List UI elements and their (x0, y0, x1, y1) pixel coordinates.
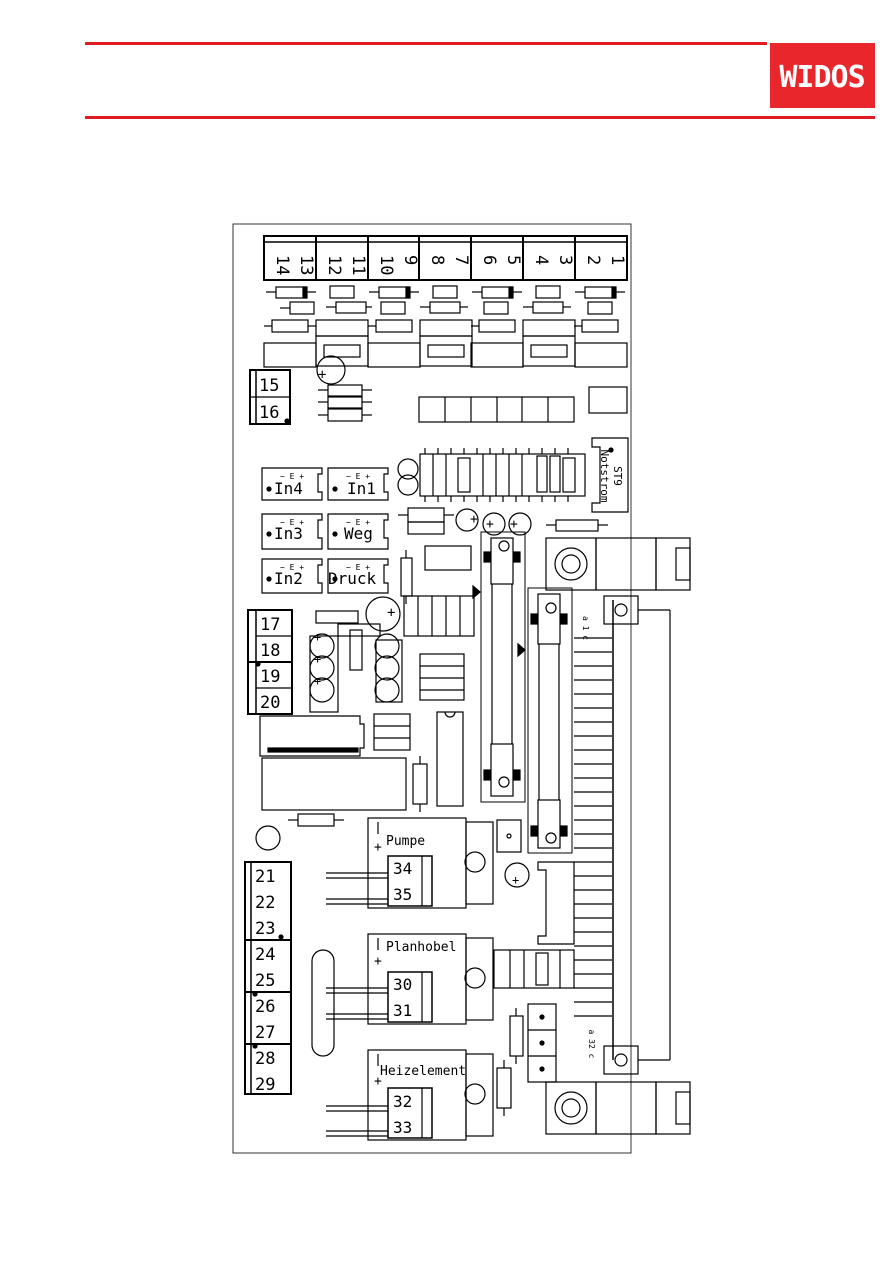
plus-mark: + (374, 1074, 382, 1089)
resistor-array (397, 448, 586, 502)
terminal-16: 16 (259, 403, 279, 423)
terminal-17: 17 (260, 615, 280, 635)
fuse-holder-b (517, 587, 573, 854)
regulator-bottom (545, 1081, 691, 1135)
st9-sublabel: Notstrom (598, 450, 611, 503)
terminal-34: 34 (393, 859, 412, 878)
fuse-pill (311, 949, 335, 1057)
plus-mark: + (318, 367, 326, 383)
misc-parts-lower (493, 861, 575, 1083)
plus-mark: + (314, 652, 321, 666)
input-label-in4: In4 (274, 479, 303, 498)
terminal-4: 4 (531, 255, 551, 265)
terminal-22: 22 (255, 893, 275, 913)
input-polarity-6: − E + (346, 563, 370, 572)
input-polarity-2: − E + (346, 472, 370, 481)
input-polarity-1: − E + (280, 472, 304, 481)
input-label-in3: In3 (274, 524, 303, 543)
terminal-35: 35 (393, 885, 412, 904)
terminal-8: 8 (427, 255, 447, 265)
terminal-19: 19 (260, 667, 280, 687)
input-label-in1: In1 (347, 479, 376, 498)
terminal-block-21-29 (244, 861, 292, 1095)
terminal-27: 27 (255, 1023, 275, 1043)
terminal-13: 13 (296, 255, 316, 275)
terminal-24: 24 (255, 945, 275, 965)
terminal-28: 28 (255, 1049, 275, 1069)
terminal-block-17-20 (247, 609, 293, 715)
top-terminal-strip (263, 235, 628, 281)
terminal-14: 14 (272, 255, 292, 275)
terminal-12: 12 (324, 255, 344, 275)
relay-planhobel (326, 933, 494, 1025)
bus-connector (574, 595, 671, 1075)
input-polarity-5: − E + (280, 563, 304, 572)
terminal-25: 25 (255, 971, 275, 991)
header-rule-bottom (85, 116, 875, 119)
terminal-32: 32 (393, 1092, 412, 1111)
plus-mark: + (387, 605, 395, 621)
left-connector-block (255, 715, 407, 851)
dip-connector (418, 386, 628, 423)
plus-mark: + (512, 873, 519, 887)
plus-mark: + (510, 517, 518, 532)
terminal-31: 31 (393, 1001, 412, 1020)
misc-parts-mid: + + + (398, 507, 608, 604)
terminal-2: 2 (583, 255, 603, 265)
terminal-21: 21 (255, 867, 275, 887)
terminal-20: 20 (260, 693, 280, 713)
plus-mark: + (314, 630, 321, 644)
board-outline (232, 223, 632, 1154)
st9-label: ST9 (611, 466, 624, 486)
terminal-9: 9 (400, 255, 420, 265)
terminal-23: 23 (255, 919, 275, 939)
terminal-7: 7 (451, 255, 471, 265)
terminal-1: 1 (607, 255, 627, 265)
terminal-30: 30 (393, 975, 412, 994)
logo-text: WIDOS (779, 60, 864, 95)
terminal-block-15-16 (249, 369, 291, 425)
bus-label-top: a 1 c (581, 616, 590, 640)
terminal-5: 5 (503, 255, 523, 265)
plus-mark: + (374, 840, 382, 855)
input-label-in2: In2 (274, 569, 303, 588)
component-rows (263, 285, 628, 368)
terminal-18: 18 (260, 641, 280, 661)
dip-ic (412, 711, 464, 812)
terminal-11: 11 (348, 255, 368, 275)
plus-mark: + (314, 674, 321, 688)
plus-mark: + (374, 954, 382, 969)
capacitor-group-a: + (316, 355, 372, 422)
relay-label-pumpe: Pumpe (386, 834, 425, 849)
terminal-15: 15 (259, 376, 279, 396)
plus-mark: + (486, 517, 494, 532)
input-label-druck: Druck (328, 569, 377, 588)
relay-label-heizelement: Heizelement (380, 1064, 466, 1079)
input-polarity-3: − E + (280, 518, 304, 527)
relay-heizelement (326, 1049, 512, 1141)
terminal-10: 10 (376, 255, 396, 275)
terminal-3: 3 (555, 255, 575, 265)
fuse-holder-a (472, 531, 526, 803)
connector-st9 (591, 437, 629, 513)
input-label-weg: Weg (344, 524, 373, 543)
bus-label-bottom: a 32 c (587, 1030, 596, 1059)
regulator-top (545, 537, 691, 591)
relay-pumpe: + (326, 817, 530, 909)
header-rule-top (85, 42, 767, 45)
input-connectors (261, 467, 389, 594)
terminal-6: 6 (479, 255, 499, 265)
brand-logo: WIDOS (770, 43, 875, 108)
plus-mark: + (470, 512, 478, 527)
input-polarity-4: − E + (346, 518, 370, 527)
capacitor-cluster: + + + + (309, 595, 475, 751)
terminal-33: 33 (393, 1118, 412, 1137)
relay-label-planhobel: Planhobel (386, 940, 456, 955)
terminal-26: 26 (255, 997, 275, 1017)
terminal-29: 29 (255, 1075, 275, 1095)
